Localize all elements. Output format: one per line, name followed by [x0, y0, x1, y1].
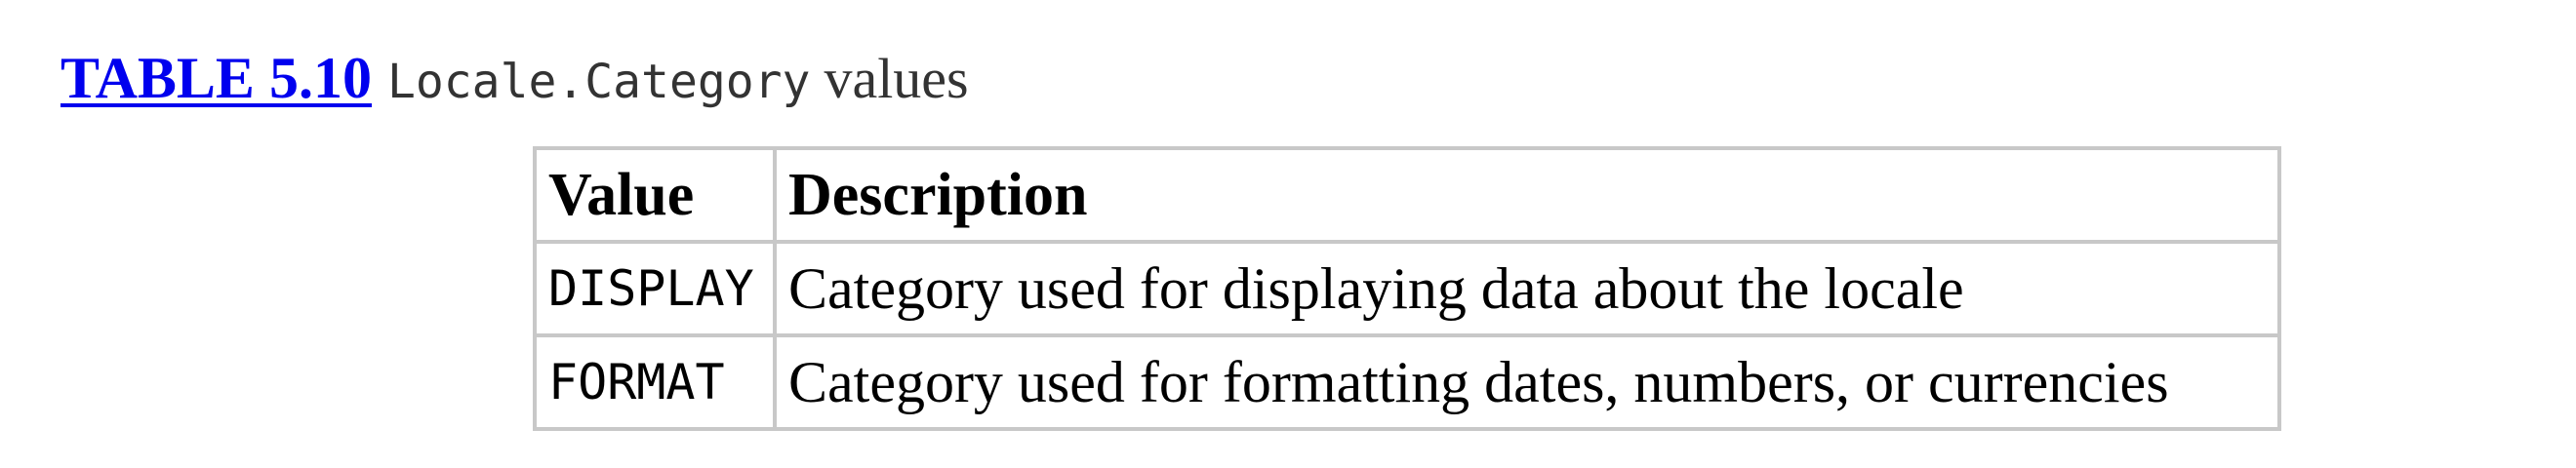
cell-description: Category used for formatting dates, numb… — [773, 333, 2281, 431]
column-header-description: Description — [773, 146, 2281, 244]
cell-value: DISPLAY — [533, 240, 777, 337]
column-header-value: Value — [533, 146, 777, 244]
cell-value: FORMAT — [533, 333, 777, 431]
table-row: DISPLAY Category used for displaying dat… — [533, 240, 2281, 337]
table-header-row: Value Description — [533, 146, 2281, 244]
table-row: FORMAT Category used for formatting date… — [533, 333, 2281, 431]
cell-description: Category used for displaying data about … — [773, 240, 2281, 337]
locale-category-table: Value Description DISPLAY Category used … — [533, 146, 2281, 431]
caption-code-term: Locale.Category — [386, 55, 811, 109]
table-number-link[interactable]: TABLE 5.10 — [60, 46, 372, 110]
caption-text: values — [824, 47, 969, 110]
